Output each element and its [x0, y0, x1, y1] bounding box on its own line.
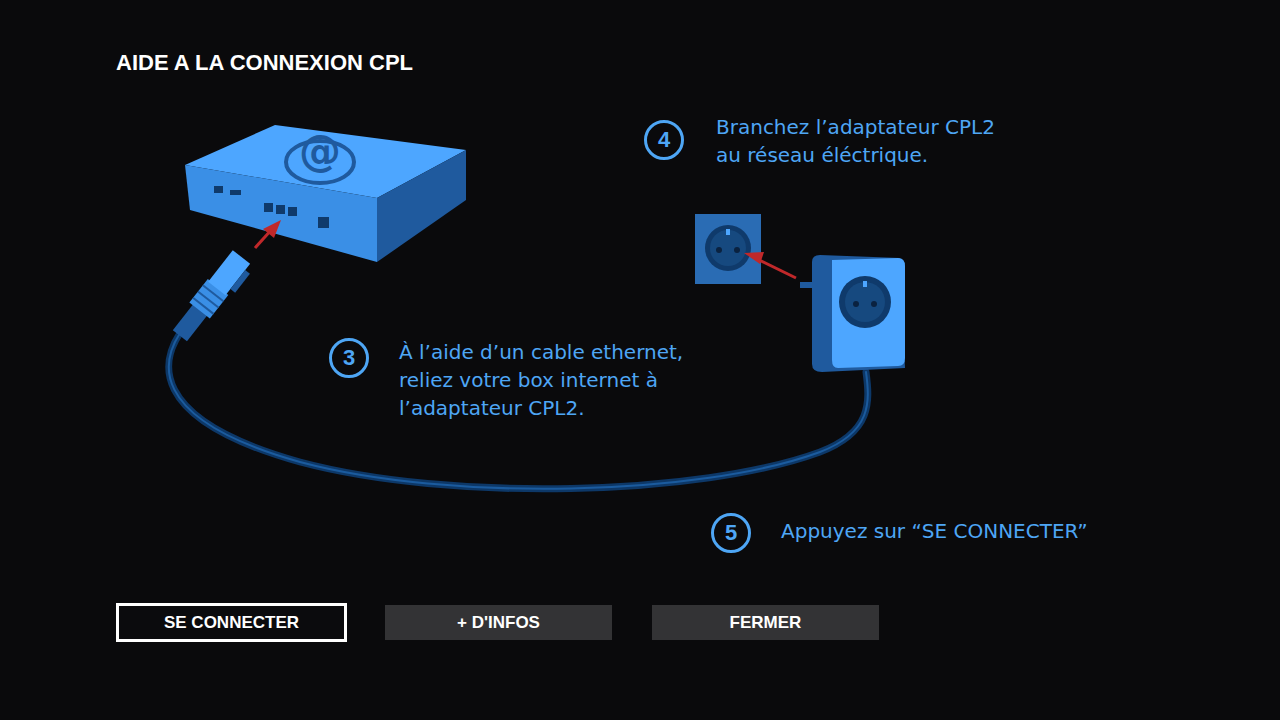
button-label: + D'INFOS	[457, 614, 540, 631]
plug-in-arrow	[744, 252, 796, 278]
instruction-text: Branchez l’adaptateur CPL2 au réseau élé…	[716, 113, 1021, 169]
callout-number: 3	[343, 347, 355, 369]
callout-circle: 5	[711, 513, 751, 553]
button-label: FERMER	[730, 614, 802, 631]
ethernet-plug	[170, 249, 255, 346]
callout-circle: 3	[329, 338, 369, 378]
callout-number: 5	[725, 522, 737, 544]
logo-symbol: @	[280, 138, 360, 166]
cpl-adapter	[800, 255, 905, 372]
callout-circle: 4	[644, 120, 684, 160]
wall-socket	[695, 214, 761, 284]
cable-highlight	[169, 315, 868, 489]
button-label: SE CONNECTER	[164, 614, 299, 631]
instruction-text: À l’aide d’un cable ethernet, reliez vot…	[399, 338, 717, 422]
instruction-text: Appuyez sur “SE CONNECTER”	[781, 517, 1201, 545]
screen-title: AIDE A LA CONNEXION CPL	[116, 50, 413, 76]
internet-box	[185, 125, 466, 262]
insert-arrow	[255, 220, 281, 248]
menu-button: FERMER	[652, 605, 879, 640]
menu-button: + D'INFOS	[385, 605, 612, 640]
callout-number: 4	[658, 129, 670, 151]
menu-button: SE CONNECTER	[116, 603, 347, 642]
ethernet-cable	[169, 315, 868, 489]
